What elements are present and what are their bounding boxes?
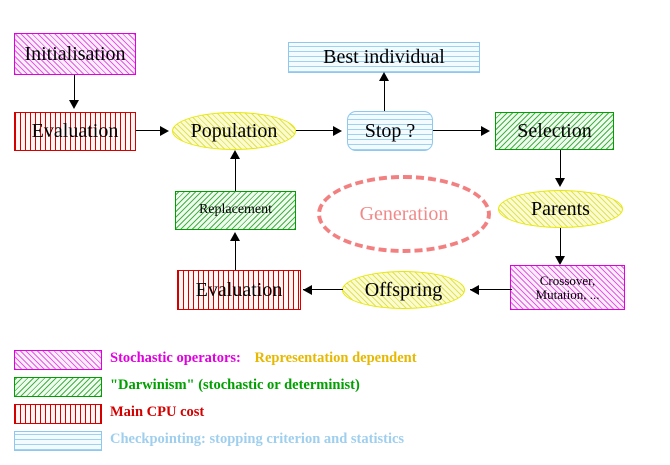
legend-label-cpu-cost: Main CPU cost xyxy=(110,404,205,420)
edge-population-to-stop-arrow xyxy=(333,126,342,136)
edge-stop-to-selection-arrow xyxy=(481,126,490,136)
edge-population-to-stop xyxy=(296,130,340,132)
node-population-label: Population xyxy=(190,119,278,142)
edge-replacement-to-population xyxy=(235,154,237,191)
edge-offspring-to-eval-arrow xyxy=(303,285,312,295)
node-replacement-label: Replacement xyxy=(198,202,273,218)
node-evaluation-bottom[interactable]: Evaluation xyxy=(177,270,301,310)
edge-selection-to-parents-arrow xyxy=(555,178,565,187)
edge-init-to-eval-arrow xyxy=(69,100,79,109)
node-offspring-label: Offspring xyxy=(364,278,443,301)
edge-offspring-to-eval xyxy=(303,289,343,291)
node-operators-label-line1: Crossover, xyxy=(539,272,596,288)
node-operators[interactable]: Crossover, Mutation, ... xyxy=(510,265,625,310)
node-selection[interactable]: Selection xyxy=(495,112,614,150)
node-parents[interactable]: Parents xyxy=(498,190,623,228)
node-parents-label: Parents xyxy=(531,197,590,220)
legend-swatch-stochastic xyxy=(14,350,102,370)
edge-eval-to-replacement xyxy=(235,236,237,270)
edge-eval-to-replacement-arrow xyxy=(230,232,240,241)
node-initialisation-label: Initialisation xyxy=(24,42,126,65)
legend-label-stochastic: Stochastic operators: Representation dep… xyxy=(110,350,417,367)
node-selection-label: Selection xyxy=(517,119,592,142)
node-replacement[interactable]: Replacement xyxy=(175,191,296,230)
edge-selection-to-parents xyxy=(560,150,562,181)
node-evaluation-top-label: Evaluation xyxy=(31,120,119,142)
node-best-individual-label: Best individual xyxy=(323,46,445,68)
edge-operators-to-offspring xyxy=(470,289,512,291)
node-generation: Generation xyxy=(317,175,491,253)
node-population[interactable]: Population xyxy=(172,112,296,150)
edge-stop-to-best-arrow xyxy=(379,72,389,81)
legend-label-stochastic-text: Stochastic operators: xyxy=(110,350,241,366)
edge-replacement-to-population-arrow xyxy=(230,150,240,159)
edge-parents-to-operators-arrow xyxy=(555,256,565,265)
node-initialisation[interactable]: Initialisation xyxy=(14,33,136,75)
edge-parents-to-operators xyxy=(560,228,562,258)
edge-operators-to-offspring-arrow xyxy=(470,285,479,295)
legend-label-stochastic-text2: Representation dependent xyxy=(254,350,417,366)
node-stop[interactable]: Stop ? xyxy=(347,111,433,151)
legend-swatch-darwinism xyxy=(14,377,102,397)
edge-stop-to-selection xyxy=(433,130,488,132)
legend-swatch-checkpointing xyxy=(14,431,102,451)
node-evaluation-top[interactable]: Evaluation xyxy=(14,112,136,151)
node-offspring[interactable]: Offspring xyxy=(342,271,465,309)
node-stop-label: Stop ? xyxy=(364,119,416,142)
edge-eval-to-population xyxy=(136,130,166,132)
edge-eval-to-population-arrow xyxy=(160,126,169,136)
edge-init-to-eval xyxy=(74,75,76,103)
legend-label-checkpointing: Checkpointing: stopping criterion and st… xyxy=(110,431,405,447)
edge-stop-to-best xyxy=(384,76,386,111)
node-evaluation-bottom-label: Evaluation xyxy=(195,278,283,301)
legend-label-darwinism: "Darwinism" (stochastic or determinist) xyxy=(110,377,360,393)
node-operators-label-line2: Mutation, ... xyxy=(535,286,600,302)
node-best-individual[interactable]: Best individual xyxy=(288,42,480,73)
node-generation-label: Generation xyxy=(359,202,449,225)
legend-swatch-cpu-cost xyxy=(14,404,102,424)
